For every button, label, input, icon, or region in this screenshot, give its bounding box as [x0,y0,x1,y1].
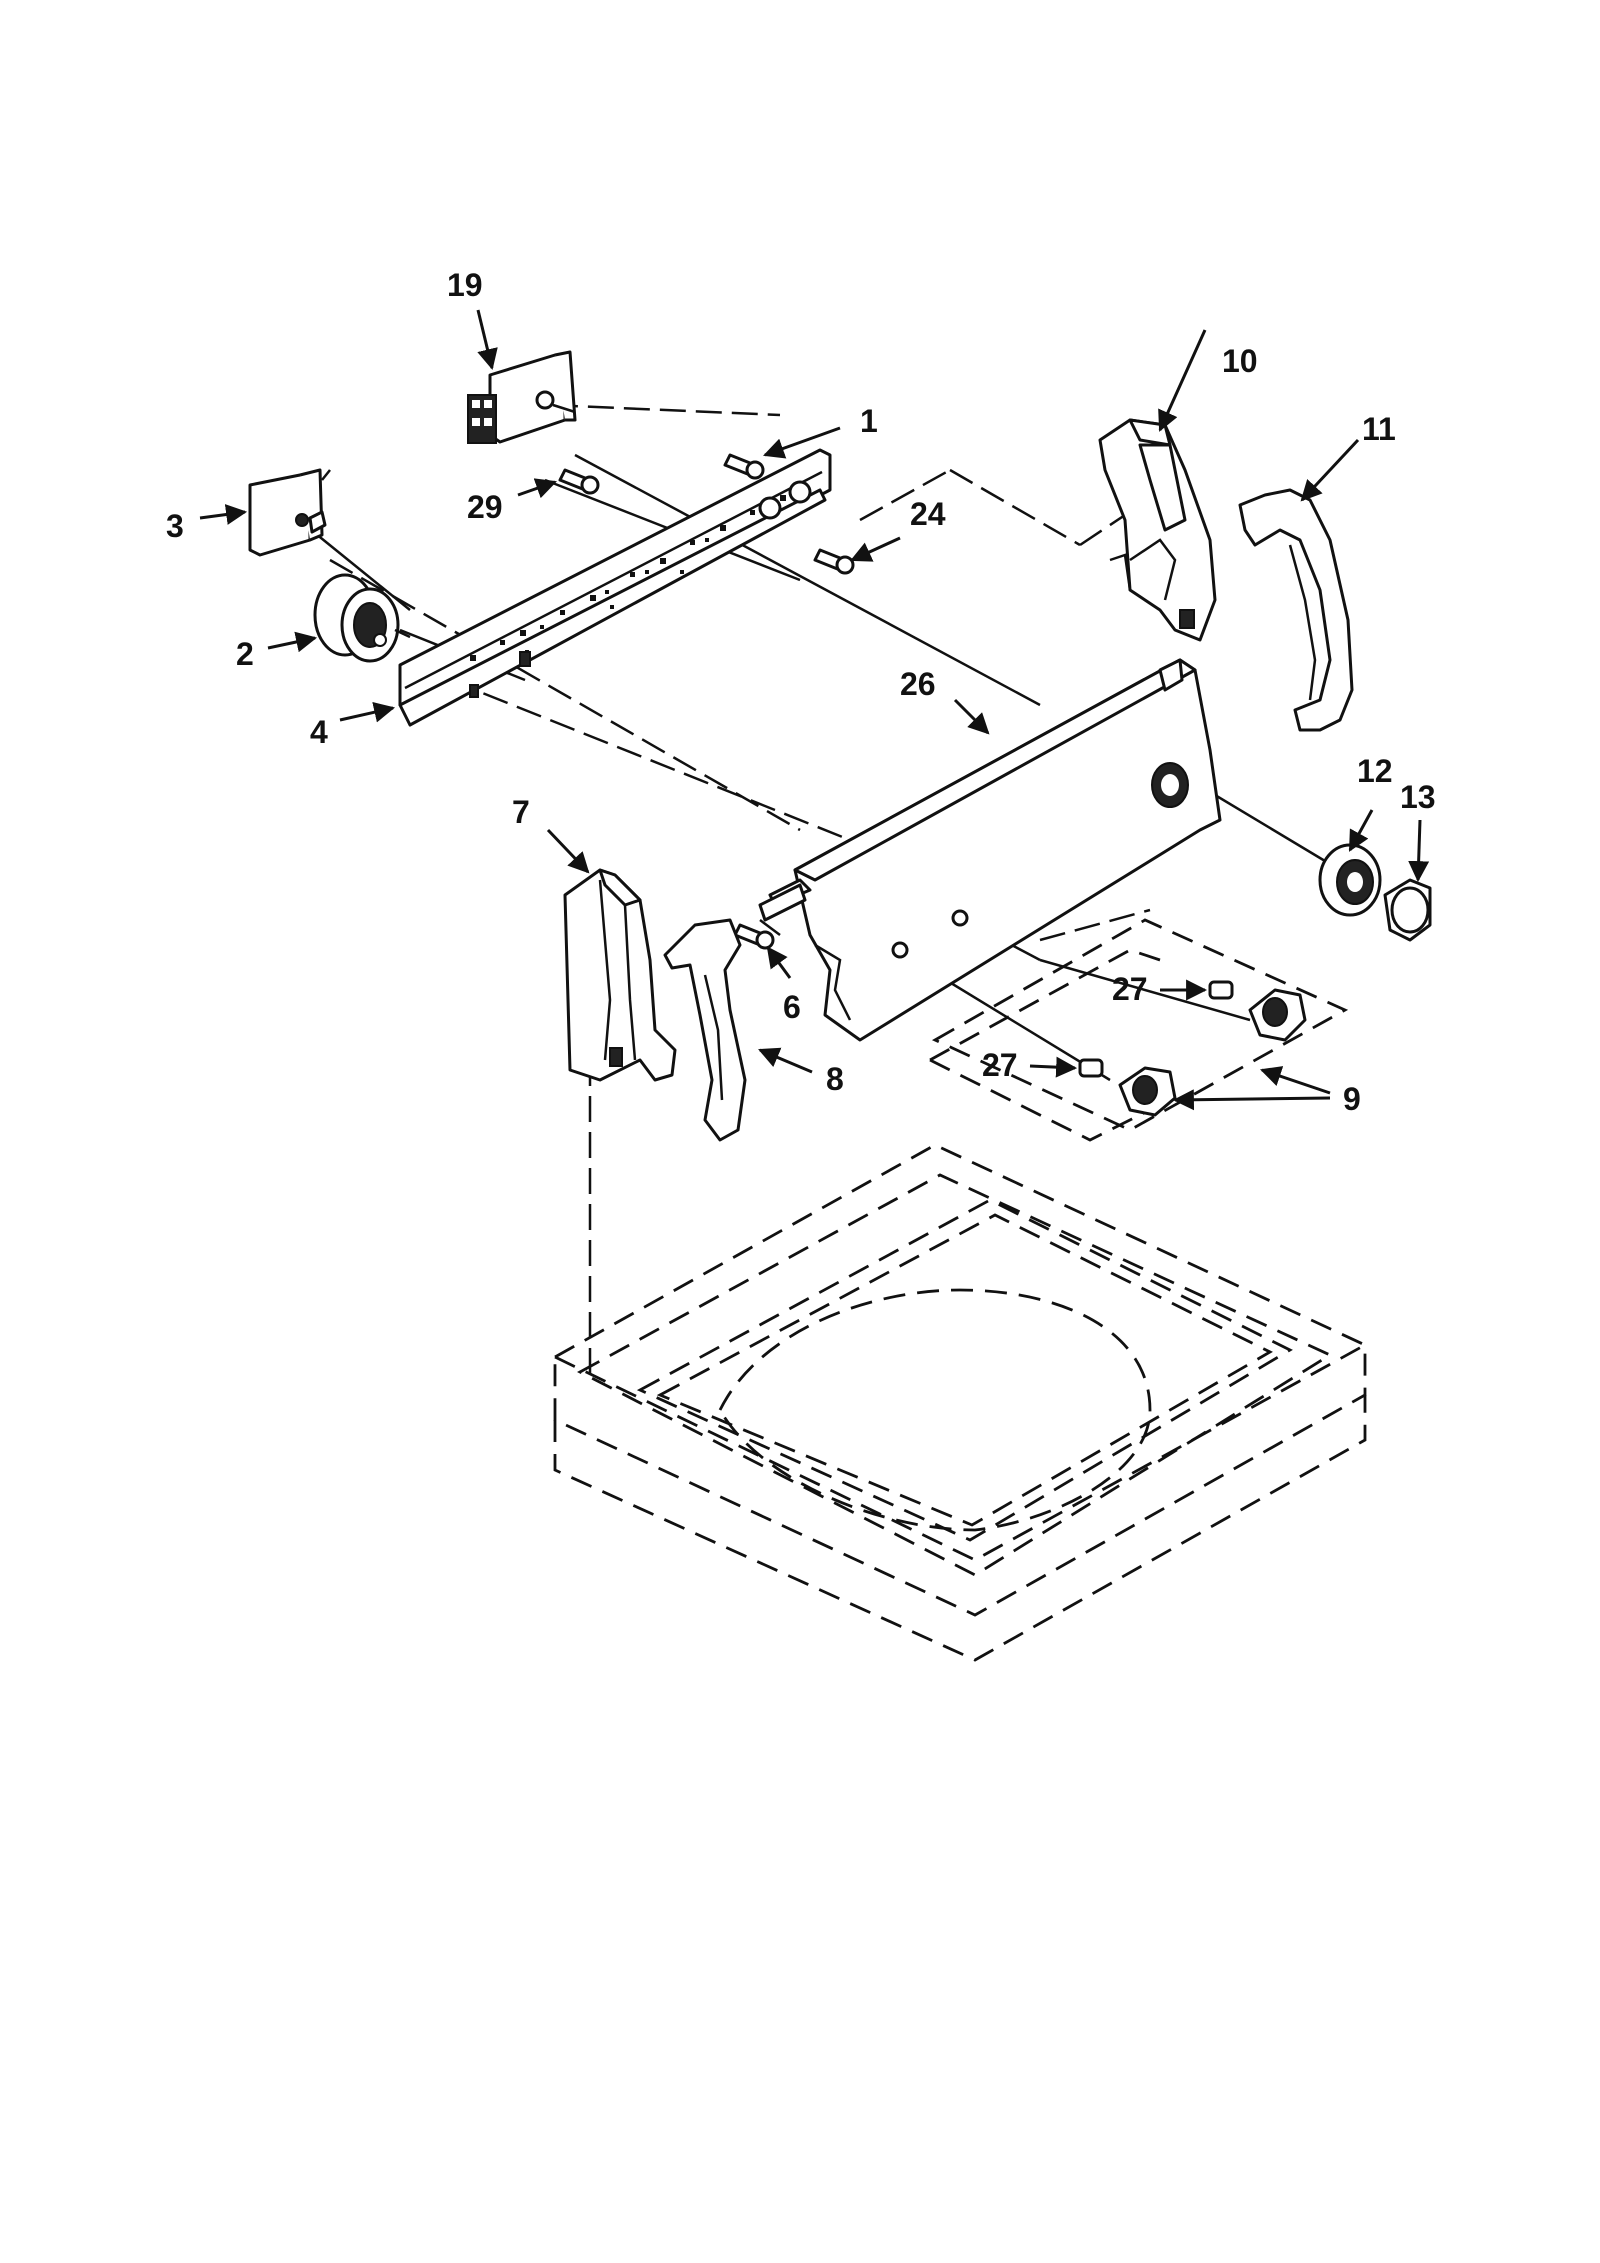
left-trim [663,918,747,1142]
switch-part [467,350,577,444]
callout-9: 9 [1343,1081,1361,1117]
callout-12: 12 [1357,753,1393,789]
callout-10: 10 [1222,343,1258,379]
callout-8: 8 [826,1061,844,1097]
cabinet-top-outline [553,1143,1367,1662]
screw-1 [723,453,765,480]
selector-switch [248,468,331,557]
screw-24 [813,548,855,575]
callout-26: 26 [900,666,936,702]
callout-1: 1 [860,403,878,439]
knob-base-12 [1318,843,1382,917]
callout-arrows [199,309,1430,1111]
timer-part [313,573,411,663]
callout-4: 4 [310,714,328,750]
right-end-cap [1098,418,1217,642]
callout-3: 3 [166,508,184,544]
callout-19: 19 [447,267,483,303]
screw-29 [558,468,600,495]
callout-24: 24 [910,496,946,532]
knob-27-upper [1208,980,1307,1042]
control-panel-strip [398,448,832,727]
callout-13: 13 [1400,779,1436,815]
callout-2: 2 [236,636,254,672]
callout-27-lower: 27 [982,1047,1018,1083]
callout-29: 29 [467,489,503,525]
callout-7: 7 [512,794,530,830]
callout-27-upper: 27 [1112,971,1148,1007]
knob-cap-13 [1383,878,1432,942]
left-end-cap [563,868,677,1082]
screw-6 [733,923,775,950]
callout-labels: 19 1 10 11 3 29 24 2 4 26 12 13 7 6 8 27… [166,267,1436,1117]
right-trim [1238,488,1354,732]
console-panel [758,658,1222,1042]
knob-27-lower [1078,1058,1177,1117]
callout-6: 6 [783,989,801,1025]
callout-11: 11 [1362,411,1396,447]
